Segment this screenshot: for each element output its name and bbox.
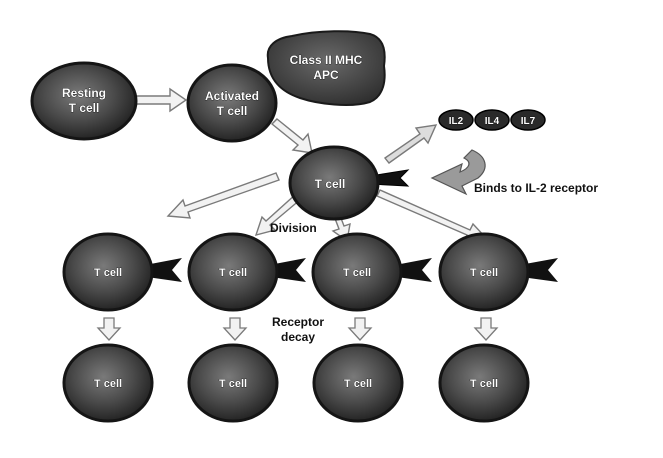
row2-t-cell-3 [312,343,404,423]
arrow-division-4 [376,189,489,241]
row1-t-cell-2 [187,232,279,312]
row2-t-cell-1 [62,343,154,423]
il7-pill [510,109,546,131]
arrow-division-1 [166,172,280,219]
row1-cell-label-2: T cell [219,267,247,279]
resting-cell-label-line2: T cell [69,101,100,115]
row2-cell-label-1: T cell [94,378,122,390]
decay-arrow-2 [222,317,248,341]
il2-label: IL2 [449,116,464,127]
arrow-activated-to-center [270,118,313,154]
row1-t-cell-3 [311,232,403,312]
division-label: Division [270,221,317,235]
decay-arrow-4 [473,317,499,341]
activated-cell-label-line2: T cell [217,104,248,118]
receptor-decay-label-line1: Receptor [272,315,324,329]
resting-t-cell [30,61,138,141]
decay-arrows [96,317,499,341]
row1-cell-label-3: T cell [343,267,371,279]
decay-arrow-1 [96,317,122,341]
row1-cell-label-4: T cell [470,267,498,279]
row1-t-cell-4 [438,232,530,312]
row2-t-cell-2 [187,343,279,423]
receptor-decay-label-line2: decay [281,330,315,344]
activated-t-cell [186,63,278,143]
row1-cells: T cell T cell T cell T cell [62,232,558,312]
row2-cell-label-3: T cell [344,378,372,390]
apc-blob [266,30,386,106]
row1-t-cell-1 [62,232,154,312]
decay-arrow-3 [347,317,373,341]
il4-pill [474,109,510,131]
il7-label: IL7 [521,116,536,127]
row2-t-cell-4 [438,343,530,423]
center-cell-label: T cell [315,177,346,191]
apc-label-line1: Class II MHC [290,53,363,67]
row2-cells: T cell T cell T cell T cell [62,343,530,423]
interleukin-group: IL2 IL4 IL7 [438,109,546,131]
apc-label-line2: APC [313,68,339,82]
resting-cell-label-line1: Resting [62,86,106,100]
binds-label: Binds to IL-2 receptor [474,181,598,195]
il4-label: IL4 [485,116,500,127]
row2-cell-label-2: T cell [219,378,247,390]
arrow-division-2 [254,193,303,237]
il2-pill [438,109,474,131]
curved-arrow-binding [430,149,486,196]
activated-cell-label-line1: Activated [205,89,259,103]
arrow-center-to-interleukins [383,124,438,164]
arrow-resting-to-activated [132,87,188,113]
row1-cell-label-1: T cell [94,267,122,279]
center-t-cell [288,145,380,221]
row2-cell-label-4: T cell [470,378,498,390]
